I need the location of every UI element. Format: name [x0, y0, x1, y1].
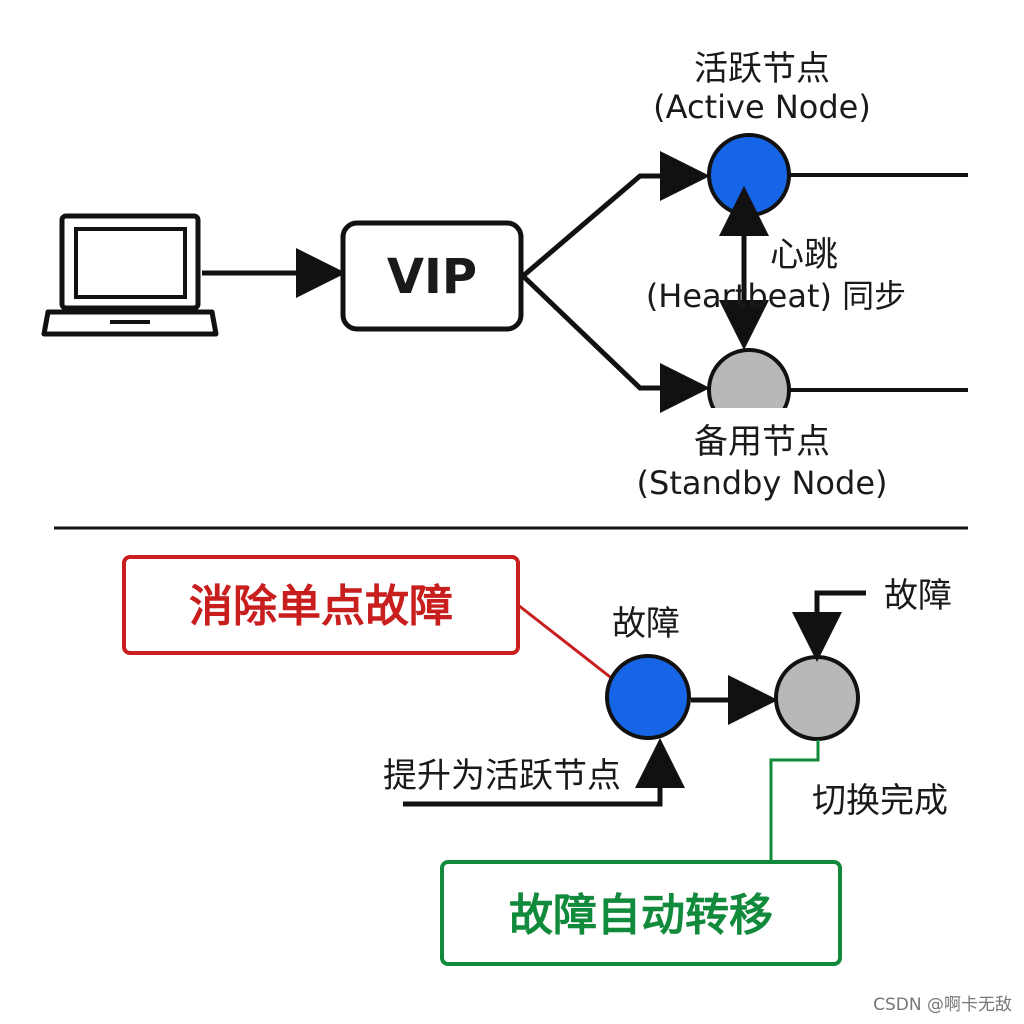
- standby-node-label-cn: 备用节点: [694, 422, 830, 462]
- failed-node-label: 故障: [612, 604, 680, 644]
- laptop-icon: [41, 213, 219, 337]
- vip-box: VIP: [340, 220, 524, 332]
- heartbeat-label-line2: (Heartbeat) 同步: [646, 277, 906, 315]
- watermark: CSDN @啊卡无敌: [873, 995, 1012, 1015]
- switch-done-label: 切换完成: [812, 781, 948, 821]
- eliminate-spof-label: 消除单点故障: [189, 581, 453, 632]
- eliminate-spof-box: 消除单点故障: [122, 555, 520, 655]
- active-node-label-en: (Active Node): [653, 88, 871, 126]
- active-node-label-cn: 活跃节点: [694, 49, 830, 89]
- vip-to-standby-arrow: [521, 274, 710, 413]
- standby-node-label-en: (Standby Node): [637, 464, 888, 502]
- promote-arrow: [403, 738, 685, 807]
- failover-connector: [769, 740, 820, 862]
- failover-box: 故障自动转移: [440, 860, 842, 966]
- heartbeat-label-line1: 心跳: [770, 235, 838, 275]
- fault-arrow: [792, 590, 866, 662]
- vip-label: VIP: [387, 249, 477, 305]
- promoted-node: [605, 654, 691, 740]
- active-node: [707, 133, 791, 217]
- vip-to-active-arrow: [521, 151, 710, 278]
- promote-label: 提升为活跃节点: [383, 756, 621, 796]
- failover-label: 故障自动转移: [509, 890, 773, 941]
- failed-node: [774, 655, 860, 741]
- fault-injection-label: 故障: [884, 576, 952, 616]
- spof-connector: [517, 603, 615, 682]
